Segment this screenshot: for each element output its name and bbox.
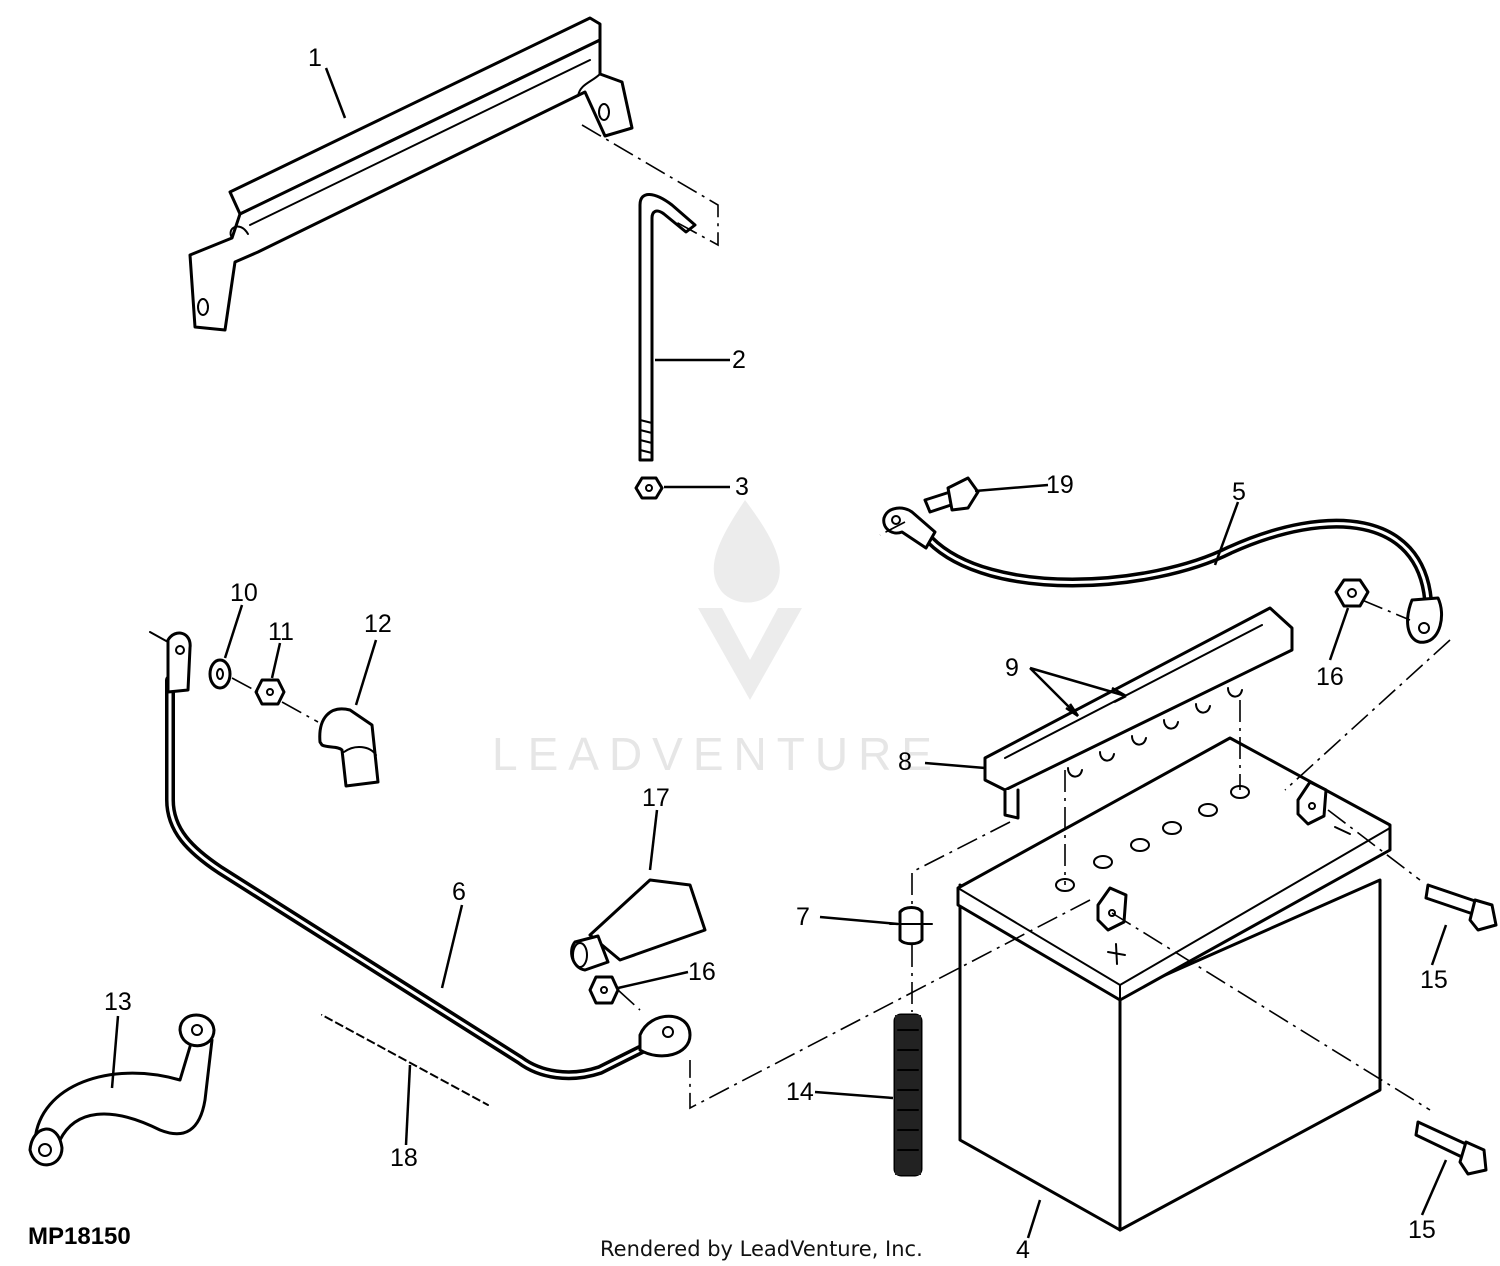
callout-15-lower: 15 (1408, 1216, 1436, 1244)
part-18-spring-sleeve (320, 1012, 490, 1108)
part-10-washer (208, 658, 232, 690)
callout-17: 17 (642, 784, 670, 812)
part-5-positive-cable (882, 506, 1443, 644)
callout-10: 10 (230, 579, 258, 607)
callout-15-upper: 15 (1420, 966, 1448, 994)
callout-18: 18 (390, 1144, 418, 1172)
part-19-bolt (923, 476, 980, 514)
callout-7: 7 (796, 903, 810, 931)
part-7-clamp (889, 906, 933, 946)
part-17-terminal-boot (570, 878, 707, 972)
part-12-elbow-boot (318, 707, 380, 788)
callout-13: 13 (104, 988, 132, 1016)
callout-5: 5 (1232, 478, 1246, 506)
callout-6: 6 (452, 878, 466, 906)
part-2-hold-down-rod (638, 193, 697, 462)
part-4-battery (956, 736, 1392, 1232)
callout-19: 19 (1046, 471, 1074, 499)
part-11-nut (254, 678, 286, 706)
part-1-hold-down-bracket (188, 16, 634, 332)
part-8-vent-manifold (983, 606, 1294, 820)
render-credit: Rendered by LeadVenture, Inc. (600, 1237, 923, 1261)
callout-12: 12 (364, 610, 392, 638)
part-6-negative-cable (149, 631, 692, 1081)
callout-11: 11 (268, 618, 294, 646)
callout-16-left: 16 (688, 958, 716, 986)
callout-labels: 1 2 3 4 5 6 7 8 9 10 11 12 13 14 15 15 1… (104, 44, 1448, 1264)
part-16-nut-right (1334, 578, 1370, 608)
callout-9: 9 (1005, 654, 1019, 682)
watermark: LEADVENTURE (492, 500, 942, 780)
part-3-nut (634, 476, 664, 500)
part-13-ground-strap (28, 1013, 216, 1167)
part-16-nut-left (588, 975, 620, 1005)
callout-3: 3 (735, 473, 749, 501)
part-15-bolt-upper (1424, 883, 1498, 932)
figure-code: MP18150 (28, 1223, 131, 1250)
callout-4: 4 (1016, 1236, 1030, 1264)
part-15-bolt-lower (1414, 1120, 1488, 1176)
callout-1: 1 (308, 44, 322, 72)
callout-8: 8 (898, 748, 912, 776)
callout-16-right: 16 (1316, 663, 1344, 691)
leader-lines (110, 67, 1448, 1239)
callout-14: 14 (786, 1078, 814, 1106)
assembly-lines (231, 124, 1451, 1111)
callout-2: 2 (732, 346, 746, 374)
watermark-text: LEADVENTURE (492, 728, 942, 780)
part-14-threaded-rod (893, 1013, 923, 1177)
